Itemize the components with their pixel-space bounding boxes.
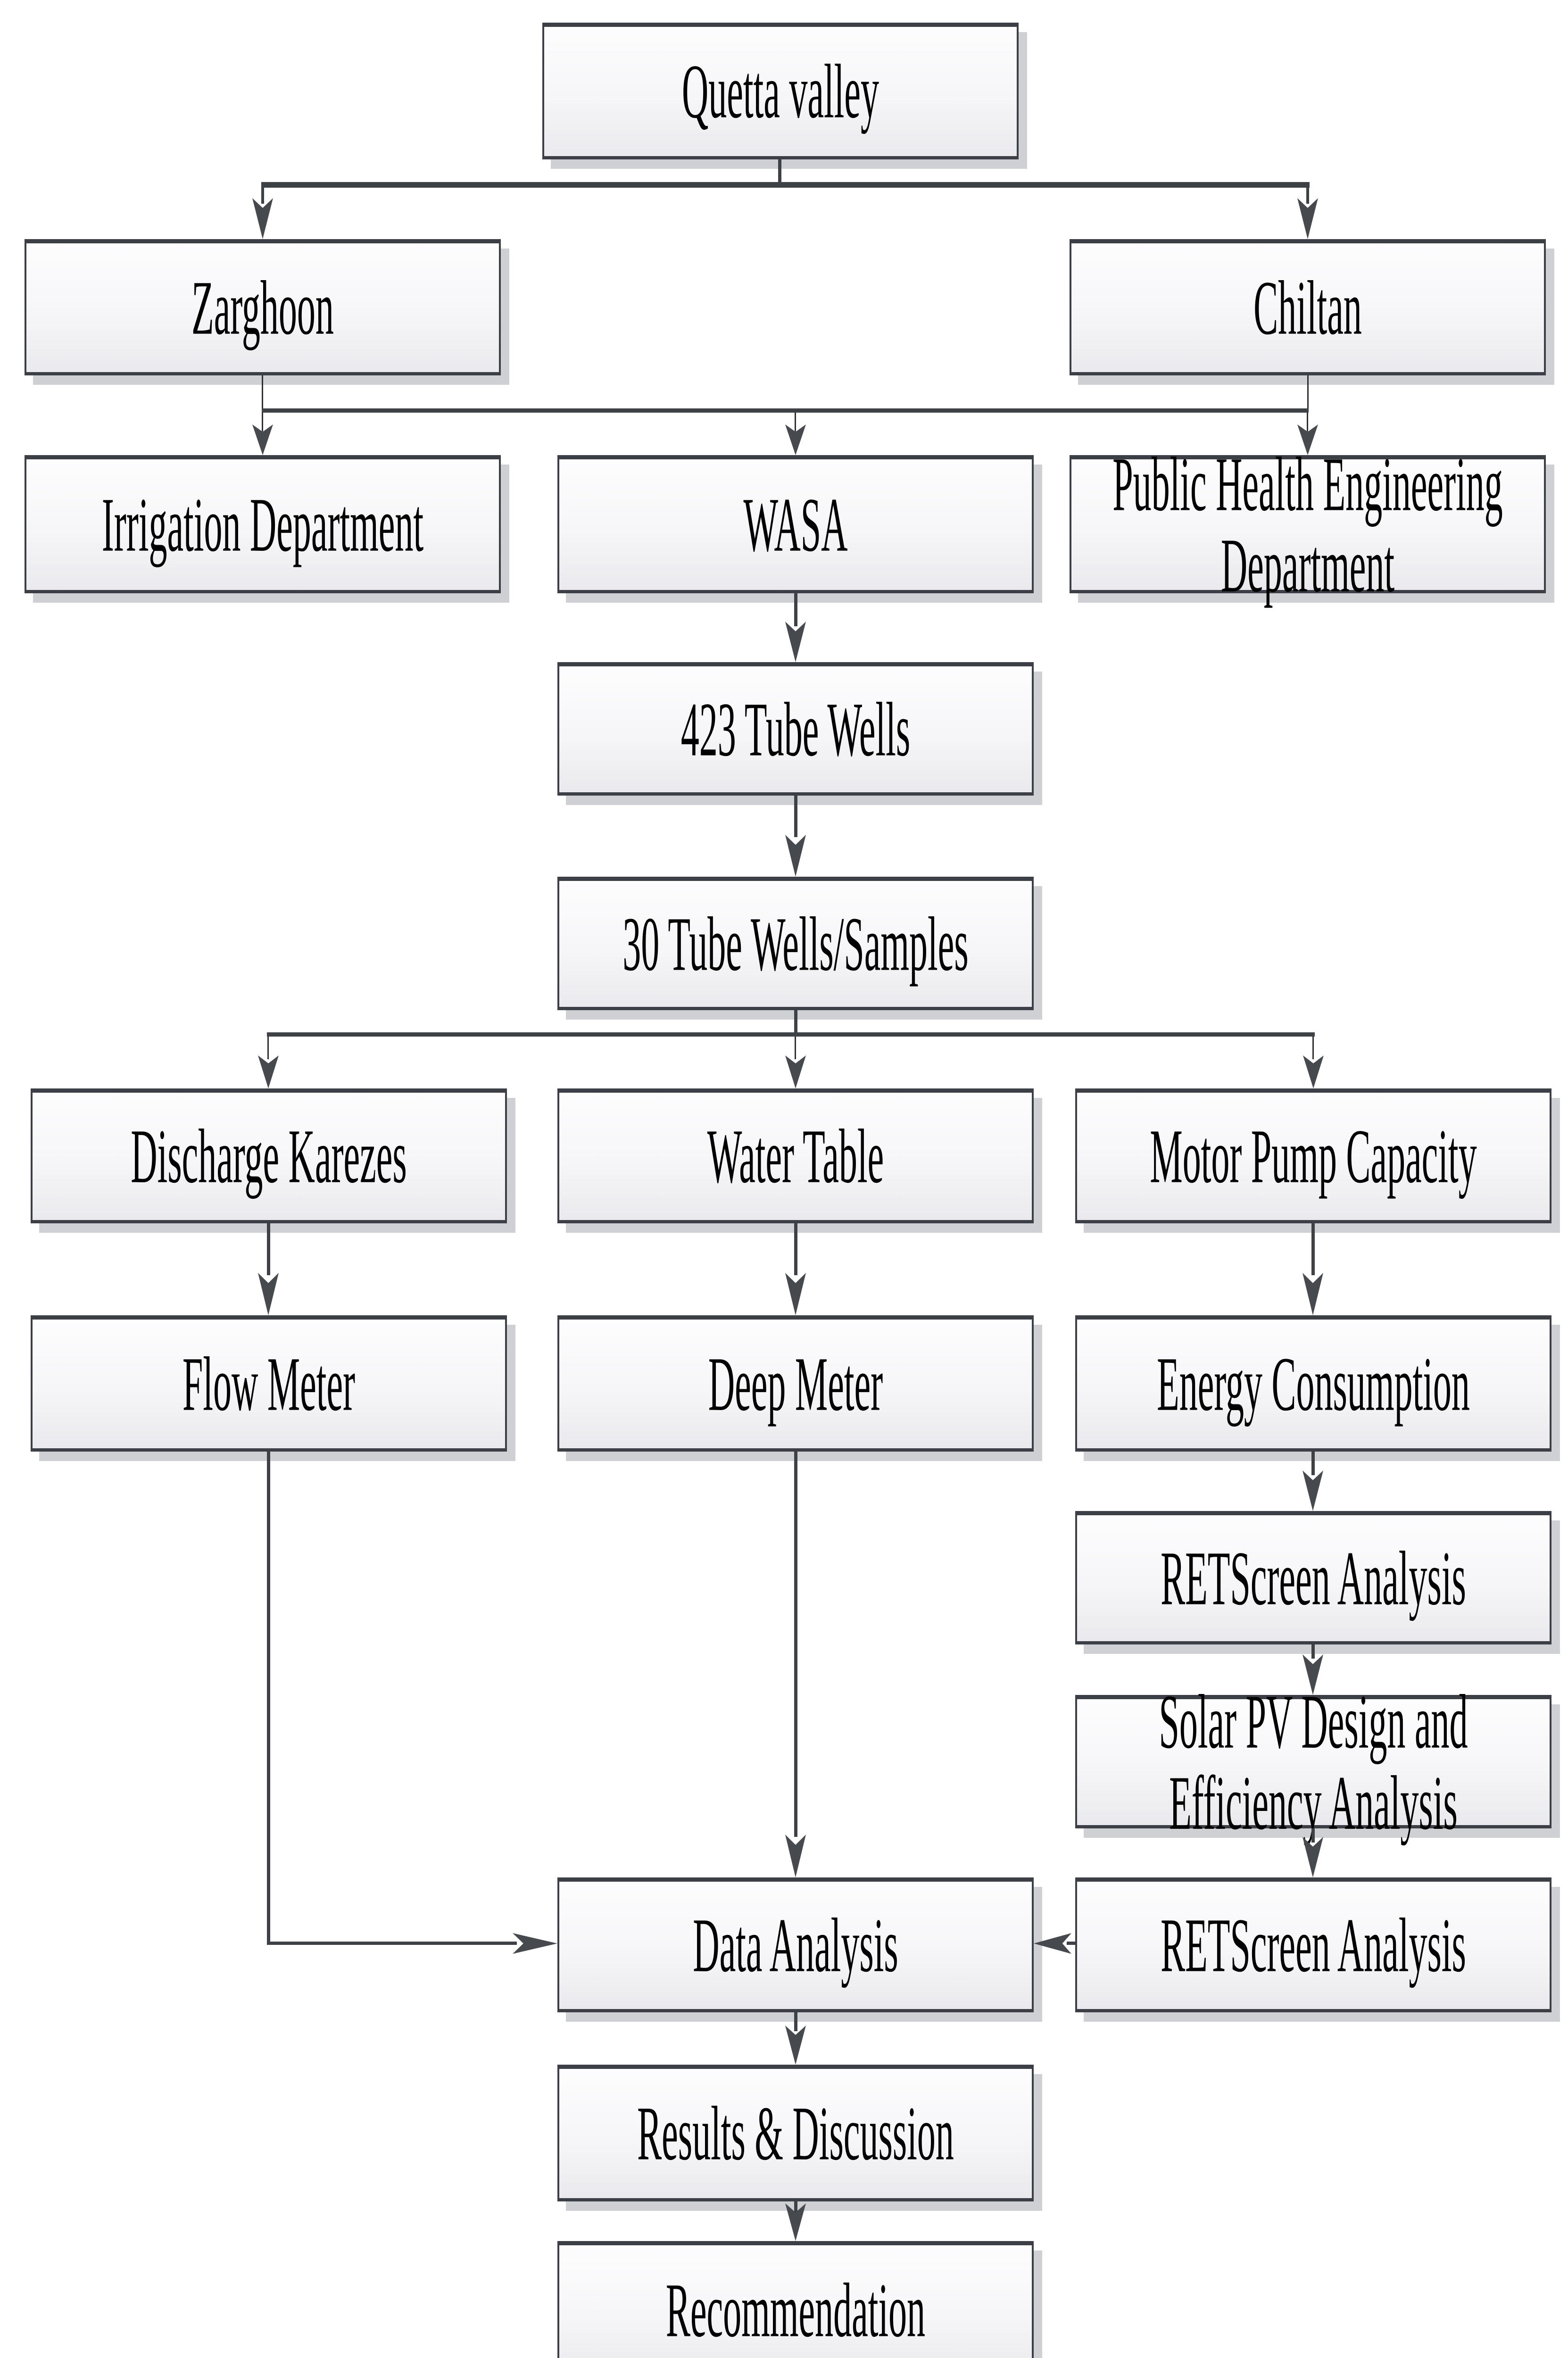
node-discharge-karezes: Discharge Karezes (31, 1088, 507, 1223)
node-deep-meter: Deep Meter (557, 1315, 1034, 1452)
node-recommendation-label: Recommendation (665, 2267, 926, 2353)
edge-results-recommendation-line (794, 2201, 797, 2213)
edge-deepmeter-data-arrowhead (785, 1835, 806, 1877)
node-deep-meter-label: Deep Meter (708, 1340, 883, 1427)
edge-watertable-deepmeter-line (794, 1223, 797, 1275)
node-chiltan: Chiltan (1070, 239, 1546, 375)
node-motor-pump-capacity: Motor Pump Capacity (1075, 1088, 1551, 1223)
edge-wasa-423-arrowhead (785, 622, 806, 662)
node-retscreen-analysis-2-label: RETScreen Analysis (1161, 1901, 1466, 1988)
edge-423-30-line (794, 796, 797, 837)
node-public-health-engineering-department: Public Health Engineering Department (1070, 443, 1546, 605)
edge-bus-wasa-line (795, 413, 796, 432)
node-energy-consumption: Energy Consumption (1075, 1315, 1551, 1452)
node-water-table: Water Table (557, 1088, 1034, 1223)
node-data-analysis-label: Data Analysis (693, 1901, 898, 1988)
edge-bus-discharge-line (267, 1037, 269, 1059)
edge-data-results-line (794, 2012, 797, 2031)
edge-flowmeter-data-vline (267, 1452, 270, 1945)
node-quetta-valley-label: Quetta valley (682, 48, 879, 134)
node-retscreen-analysis-1: RETScreen Analysis (1075, 1511, 1551, 1644)
node-data-analysis: Data Analysis (557, 1877, 1034, 2012)
edge-discharge-flowmeter-line (267, 1223, 270, 1275)
node-motor-pump-capacity-label: Motor Pump Capacity (1150, 1113, 1477, 1199)
edge-retscreen2-data-arrowhead (1034, 1933, 1071, 1954)
node-chiltan-label: Chiltan (1253, 264, 1362, 350)
edge-quetta-zarghoon-line (261, 187, 264, 204)
edge-423-30-arrowhead (785, 835, 806, 877)
edge-30-stub-line (794, 1010, 797, 1036)
node-retscreen-analysis-2: RETScreen Analysis (1075, 1877, 1551, 2012)
edge-retscreen1-solarpv-line (1311, 1644, 1315, 1659)
edge-bus-discharge-arrowhead (258, 1055, 279, 1088)
edge-bus-watertable-line (795, 1037, 796, 1059)
edge-flowmeter-data-arrowhead (513, 1933, 557, 1954)
node-retscreen-analysis-1-label: RETScreen Analysis (1161, 1535, 1466, 1621)
edge-chiltan-stub-line (1307, 375, 1309, 412)
edge-motorpump-energy-arrowhead (1303, 1273, 1323, 1315)
node-results-discussion-label: Results & Discussion (637, 2090, 954, 2176)
edge-watertable-deepmeter-arrowhead (785, 1273, 806, 1315)
edge-samples-bus-line (267, 1032, 1315, 1037)
edge-deepmeter-data-line (794, 1452, 797, 1837)
node-irrigation-department: Irrigation Department (25, 455, 501, 593)
edge-energy-retscreen1-line (1311, 1452, 1315, 1475)
edge-flowmeter-data-hline (267, 1942, 517, 1945)
node-flow-meter: Flow Meter (31, 1315, 507, 1452)
node-wasa: WASA (557, 455, 1034, 593)
node-recommendation: Recommendation (557, 2241, 1034, 2358)
node-30-tube-wells-samples-label: 30 Tube Wells/Samples (622, 900, 969, 987)
node-energy-consumption-label: Energy Consumption (1157, 1340, 1470, 1427)
edge-bus-motorpump-line (1312, 1037, 1314, 1059)
edge-retscreen2-data-line (1067, 1942, 1076, 1945)
node-water-table-label: Water Table (707, 1113, 884, 1199)
node-discharge-karezes-label: Discharge Karezes (131, 1113, 407, 1199)
edge-departments-bus-line (262, 408, 1309, 413)
edge-wasa-423-line (794, 593, 797, 626)
edge-quetta-chiltan-line (1306, 187, 1309, 204)
node-solar-pv-design-efficiency-label: Solar PV Design and Efficiency Analysis (1159, 1678, 1468, 1845)
node-quetta-valley: Quetta valley (542, 23, 1019, 159)
node-zarghoon: Zarghoon (25, 239, 501, 375)
node-423-tube-wells-label: 423 Tube Wells (680, 686, 911, 772)
node-30-tube-wells-samples: 30 Tube Wells/Samples (557, 877, 1034, 1010)
edge-zarghoon-stub-line (262, 375, 263, 412)
node-wasa-label: WASA (743, 481, 848, 567)
edge-data-results-arrowhead (785, 2026, 806, 2065)
edge-solarpv-retscreen2-line (1311, 1828, 1315, 1843)
node-public-health-engineering-department-label: Public Health Engineering Department (1112, 440, 1503, 608)
node-423-tube-wells: 423 Tube Wells (557, 662, 1034, 796)
edge-bus-watertable-arrowhead (785, 1055, 806, 1088)
node-results-discussion: Results & Discussion (557, 2065, 1034, 2201)
edge-bus-motorpump-arrowhead (1303, 1055, 1324, 1088)
node-solar-pv-design-efficiency: Solar PV Design and Efficiency Analysis (1075, 1681, 1551, 1843)
edge-motorpump-energy-line (1311, 1223, 1315, 1275)
edge-quetta-stub-line (778, 159, 781, 186)
edge-discharge-flowmeter-arrowhead (258, 1273, 279, 1315)
edge-bus-phed-line (1307, 413, 1308, 432)
edge-energy-retscreen1-arrowhead (1303, 1470, 1323, 1511)
node-flow-meter-label: Flow Meter (182, 1340, 356, 1427)
edge-quetta-zarghoon-arrowhead (252, 198, 273, 239)
edge-quetta-branch-bus-line (261, 182, 1310, 188)
node-irrigation-department-label: Irrigation Department (101, 481, 424, 567)
node-zarghoon-label: Zarghoon (191, 264, 334, 350)
edge-quetta-chiltan-arrowhead (1297, 198, 1318, 239)
edge-bus-irrigation-line (262, 413, 263, 432)
